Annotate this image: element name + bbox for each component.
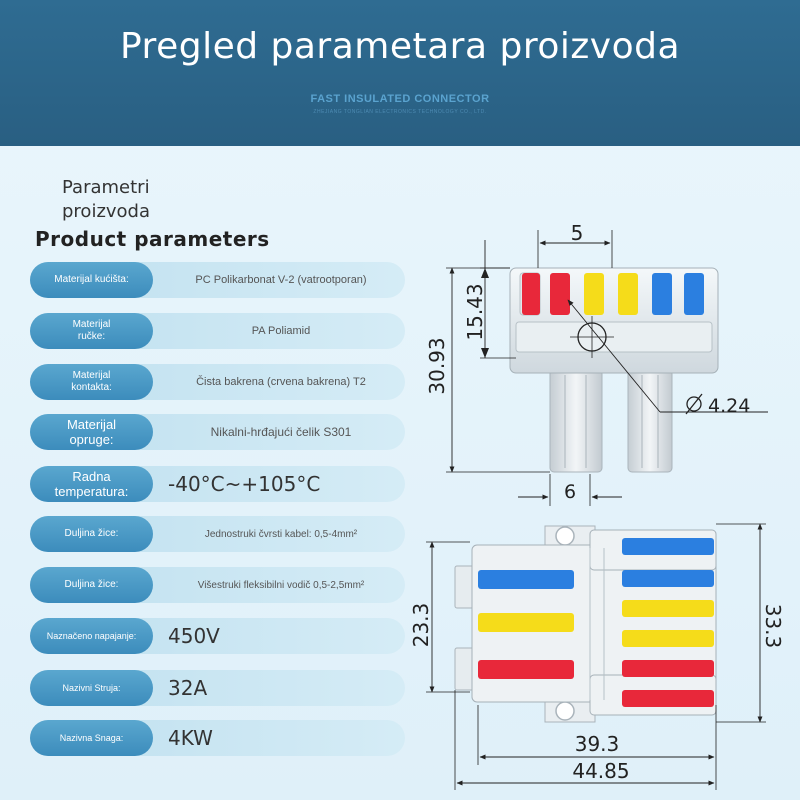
dim-total-height: 30.93 — [425, 337, 449, 394]
dim-body-height: 23.3 — [409, 603, 433, 648]
param-value: Višestruki fleksibilni vodič 0,5-2,5mm² — [197, 579, 365, 591]
param-row-wire-solid: Duljina žice: Jednostruki čvrsti kabel: … — [30, 516, 405, 552]
dim-hole-diameter: 4.24 — [708, 395, 750, 417]
param-row-current: Nazivni Struja: 32A — [30, 670, 405, 706]
param-row-power: Nazivna Snaga: 4KW — [30, 720, 405, 756]
param-value: 4KW — [168, 725, 213, 750]
dim-top-pitch: 5 — [571, 221, 584, 245]
param-row-temperature: Radna temperatura: -40°C~+105°C — [30, 466, 405, 502]
dim-overall-height: 33.3 — [761, 604, 785, 649]
param-value: Jednostruki čvrsti kabel: 0,5-4mm² — [204, 528, 358, 540]
param-value: 450V — [168, 623, 220, 648]
param-label: Duljina žice: — [30, 567, 153, 603]
param-value: 32A — [168, 675, 208, 700]
param-value: PA Poliamid — [251, 324, 311, 337]
param-label: Duljina žice: — [30, 516, 153, 552]
param-value: -40°C~+105°C — [168, 471, 321, 496]
param-label: Radna temperatura: — [30, 466, 153, 502]
dim-overall-width: 44.85 — [572, 759, 629, 783]
page-title: Pregled parametara proizvoda — [119, 26, 681, 67]
param-value: Nikalni-hrđajući čelik S301 — [210, 424, 352, 439]
param-row-housing: Materijal kućišta: PC Polikarbonat V-2 (… — [30, 262, 405, 298]
connector-top-view — [454, 525, 717, 723]
brand-company: ZHEJIANG TONGLIAN ELECTRONICS TECHNOLOGY… — [313, 109, 487, 115]
param-row-contact: Materijal kontakta: Čista bakrena (crven… — [30, 364, 405, 400]
param-row-wire-flex: Duljina žice: Višestruki fleksibilni vod… — [30, 567, 405, 603]
dim-top-height: 15.43 — [463, 283, 487, 340]
dim-leg-width: 6 — [564, 481, 576, 503]
param-row-voltage: Naznačeno napajanje: 450V — [30, 618, 405, 654]
param-label: Materijal opruge: — [30, 414, 153, 450]
param-label: Materijal kućišta: — [30, 262, 153, 298]
param-label: Materijal kontakta: — [30, 364, 153, 400]
param-label: Naznačeno napajanje: — [30, 618, 153, 654]
param-label: Nazivni Struja: — [30, 670, 153, 706]
param-value: PC Polikarbonat V-2 (vatrootporan) — [195, 273, 367, 286]
param-row-handle: Materijal ručke: PA Poliamid — [30, 313, 405, 349]
dim-body-width: 39.3 — [575, 732, 620, 756]
connector-front-view — [509, 267, 719, 473]
param-label: Materijal ručke: — [30, 313, 153, 349]
param-value: Čista bakrena (crvena bakrena) T2 — [196, 375, 366, 388]
brand-name: FAST INSULATED CONNECTOR — [310, 93, 490, 105]
param-row-spring: Materijal opruge: Nikalni-hrđajući čelik… — [30, 414, 405, 450]
param-label: Nazivna Snaga: — [30, 720, 153, 756]
section-title-local: Parametri proizvoda — [62, 177, 151, 222]
header-banner: Pregled parametara proizvoda FAST INSULA… — [0, 0, 800, 146]
section-title-en: Product parameters — [35, 227, 270, 251]
